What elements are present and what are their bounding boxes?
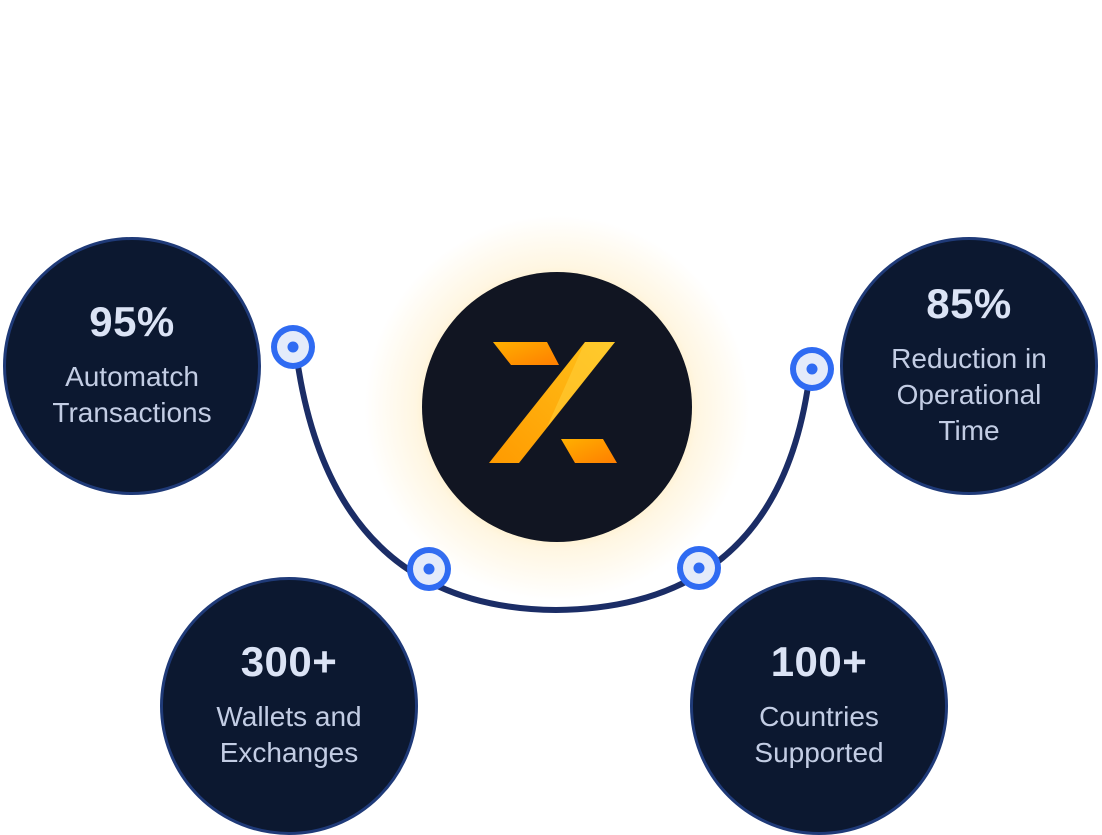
stat-automatch: 95% Automatch Transactions (3, 237, 261, 495)
stat-value: 95% (89, 298, 175, 345)
stat-countries: 100+ Countries Supported (690, 577, 948, 835)
stat-label: Automatch Transactions (52, 361, 212, 428)
stat-reduction: 85% Reduction in Operational Time (840, 237, 1098, 495)
hub-logo (422, 272, 692, 542)
stat-value: 100+ (770, 638, 868, 685)
connector-path (293, 349, 813, 614)
stat-value: 300+ (240, 638, 338, 685)
stat-label: Countries Supported (754, 701, 884, 768)
connector-node (271, 325, 315, 369)
x-logo-icon (489, 342, 617, 463)
stat-label: Wallets and Exchanges (216, 701, 362, 768)
stat-label: Reduction in Operational Time (891, 343, 1047, 446)
stat-value: 85% (926, 280, 1012, 327)
connector-node (790, 347, 834, 391)
stat-wallets: 300+ Wallets and Exchanges (160, 577, 418, 835)
